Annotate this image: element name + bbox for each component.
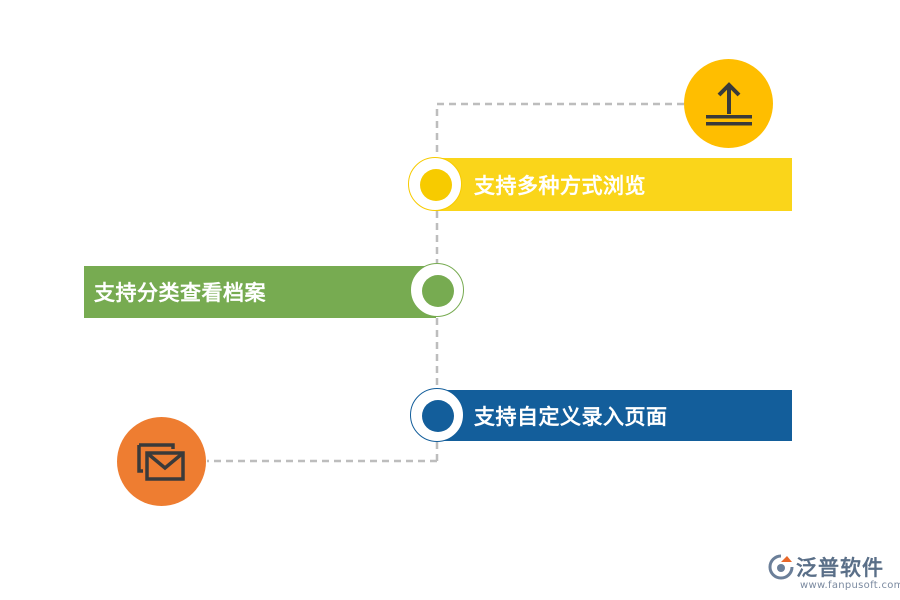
feature-bar-custom-entry: 支持自定义录入页面 <box>436 390 792 441</box>
mail-icon <box>136 442 185 481</box>
feature-label-custom-entry: 支持自定义录入页面 <box>474 404 668 429</box>
feature-node-browse <box>408 157 462 211</box>
brand-name: 泛普软件 <box>796 556 884 580</box>
upload-badge <box>684 59 773 148</box>
feature-label-browse: 支持多种方式浏览 <box>474 173 646 198</box>
feature-bar-browse: 支持多种方式浏览 <box>436 158 792 211</box>
feature-dot-category <box>422 275 454 307</box>
feature-bar-category: 支持分类查看档案 <box>84 266 436 318</box>
feature-dot-browse <box>420 169 452 201</box>
brand-mark-icon <box>768 554 794 580</box>
feature-dot-custom-entry <box>422 400 454 432</box>
brand-url: www.fanpusoft.com <box>800 580 900 591</box>
connector-top <box>435 102 684 157</box>
feature-label-category: 支持分类查看档案 <box>94 281 266 305</box>
mail-badge <box>117 417 206 506</box>
brand-logo: 泛普软件 www.fanpusoft.com <box>766 552 900 594</box>
feature-node-custom-entry <box>410 388 464 442</box>
feature-node-category <box>410 263 464 317</box>
upload-icon <box>705 81 752 125</box>
